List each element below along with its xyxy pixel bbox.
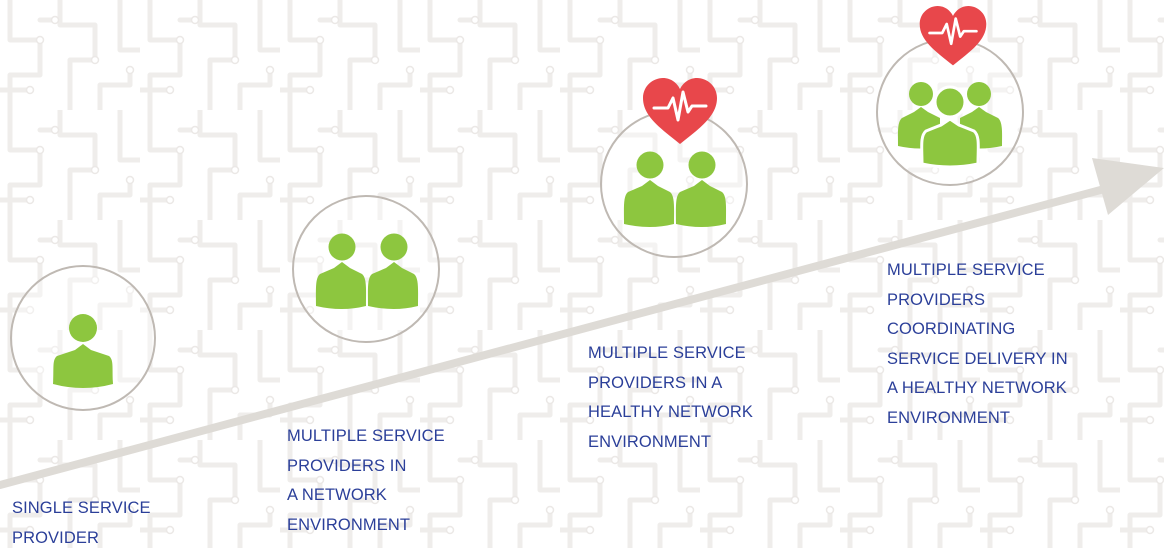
caption-line: A NETWORK <box>287 481 445 511</box>
caption-line: MULTIPLE SERVICE <box>588 339 753 369</box>
caption-line: ENVIRONMENT <box>887 404 1068 434</box>
single-person-icon <box>48 310 118 390</box>
caption-line: SERVICE DELIVERY IN <box>887 345 1068 375</box>
caption-line: COORDINATING <box>887 315 1068 345</box>
caption-line: ENVIRONMENT <box>588 428 753 458</box>
two-people-icon <box>620 148 730 228</box>
stage-3-caption: MULTIPLE SERVICE PROVIDERS IN A HEALTHY … <box>588 339 753 457</box>
caption-line: HEALTHY NETWORK <box>588 398 753 428</box>
stage-2-caption: MULTIPLE SERVICE PROVIDERS IN A NETWORK … <box>287 422 445 540</box>
caption-line: ENVIRONMENT <box>287 511 445 541</box>
caption-line: MULTIPLE SERVICE <box>887 256 1068 286</box>
two-people-icon <box>312 230 422 310</box>
caption-line: PROVIDERS <box>887 286 1068 316</box>
caption-line: PROVIDERS IN <box>287 452 445 482</box>
caption-line: PROVIDER <box>12 524 151 553</box>
heart-pulse-icon <box>640 78 720 148</box>
three-people-group-icon <box>895 78 1005 168</box>
stage-4-caption: MULTIPLE SERVICE PROVIDERS COORDINATING … <box>887 256 1068 433</box>
caption-line: PROVIDERS IN A <box>588 369 753 399</box>
caption-line: SINGLE SERVICE <box>12 494 151 524</box>
caption-line: A HEALTHY NETWORK <box>887 374 1068 404</box>
caption-line: MULTIPLE SERVICE <box>287 422 445 452</box>
stage-1-caption: SINGLE SERVICE PROVIDER <box>12 494 151 553</box>
heart-pulse-icon <box>917 5 989 70</box>
